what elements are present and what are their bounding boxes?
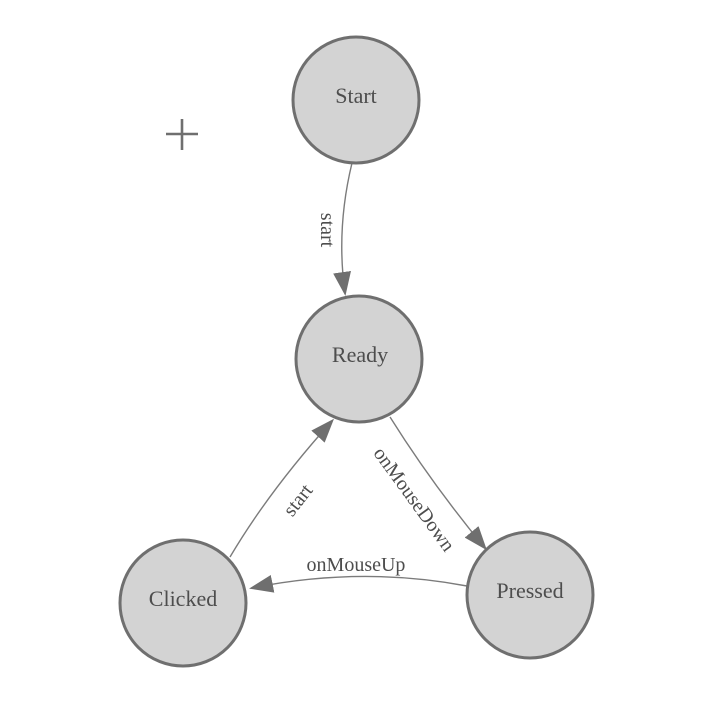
state-node-clicked[interactable]: Clicked <box>118 538 248 668</box>
origin-crosshair-icon <box>166 119 198 150</box>
state-node-start-label: Start <box>335 83 377 108</box>
state-node-pressed[interactable]: Pressed <box>465 530 595 660</box>
transition-clicked-to-ready[interactable] <box>229 418 335 558</box>
state-node-start-circle[interactable] <box>291 35 421 165</box>
state-node-ready-circle[interactable] <box>294 294 424 424</box>
transition-label-clicked-to-ready: start <box>279 480 318 521</box>
state-node-clicked-label: Clicked <box>149 586 217 611</box>
state-node-ready-label: Ready <box>332 342 388 367</box>
nodes-layer: Start Ready Clicked Pressed <box>118 35 595 668</box>
state-node-pressed-circle[interactable] <box>465 530 595 660</box>
transition-label-start-to-ready: start <box>316 213 338 248</box>
state-node-ready[interactable]: Ready <box>294 294 424 424</box>
state-node-pressed-label: Pressed <box>496 578 563 603</box>
transition-label-pressed-to-clicked: onMouseUp <box>307 554 406 576</box>
state-node-clicked-circle[interactable] <box>118 538 248 668</box>
transition-ready-to-pressed[interactable] <box>389 416 487 551</box>
transition-pressed-to-clicked[interactable] <box>249 575 468 593</box>
transition-start-to-ready[interactable] <box>333 162 353 296</box>
state-node-start[interactable]: Start <box>291 35 421 165</box>
transition-label-ready-to-pressed: onMouseDown <box>369 443 459 556</box>
